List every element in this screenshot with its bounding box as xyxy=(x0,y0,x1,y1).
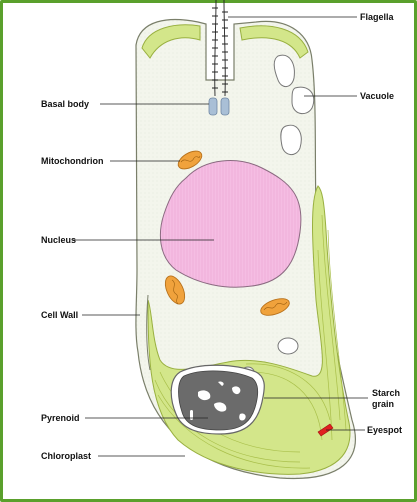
label-mitochondrion: Mitochondrion xyxy=(41,156,104,166)
label-flagella: Flagella xyxy=(360,12,395,22)
label-vacuole: Vacuole xyxy=(360,91,394,101)
label-eyespot: Eyespot xyxy=(367,425,402,435)
label-pyrenoid: Pyrenoid xyxy=(41,413,80,423)
label-cell-wall: Cell Wall xyxy=(41,310,78,320)
label-nucleus: Nucleus xyxy=(41,235,76,245)
pyrenoid xyxy=(179,371,258,430)
label-starch: Starch xyxy=(372,388,400,398)
label-chloroplast: Chloroplast xyxy=(41,451,91,461)
label-grain: grain xyxy=(372,399,394,409)
label-basal-body: Basal body xyxy=(41,99,89,109)
